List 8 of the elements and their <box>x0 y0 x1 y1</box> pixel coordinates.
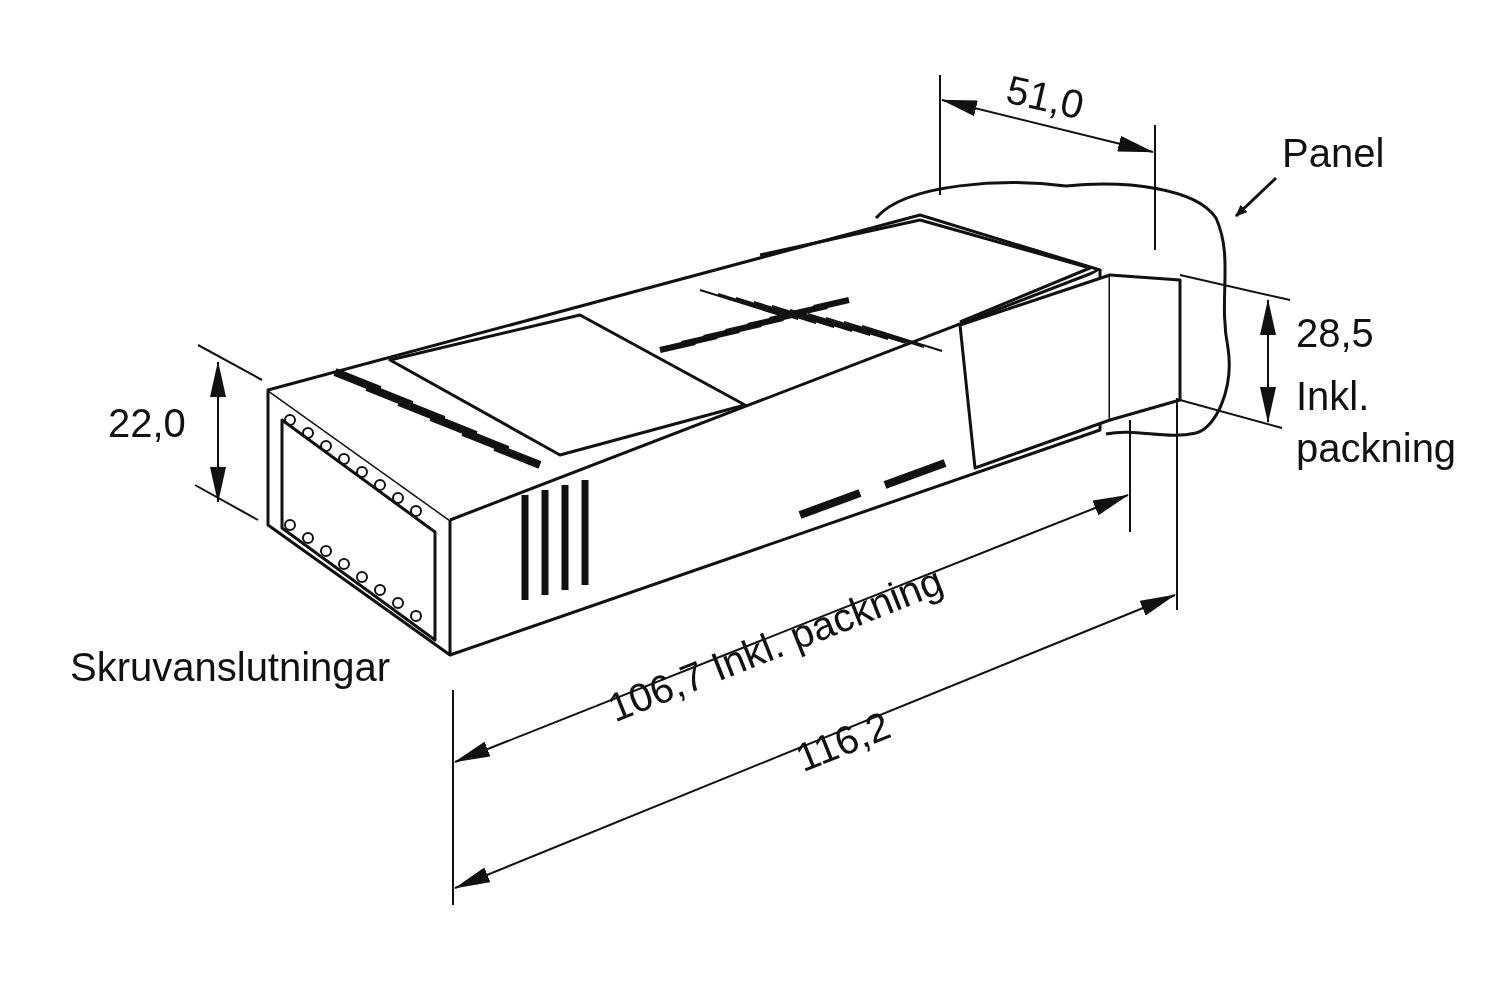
dimension-value: 22,0 <box>108 402 186 444</box>
dimension-value: 28,5 <box>1296 312 1374 354</box>
leader-line <box>1234 176 1278 218</box>
part-name: Skruvanslutningar <box>70 646 391 688</box>
dimension-value: 51,0 <box>1002 68 1088 127</box>
dimension-value: 116,2 <box>790 703 896 779</box>
note-text: Inkl. packning <box>1296 373 1458 472</box>
callout-label: Panel <box>1282 132 1385 174</box>
